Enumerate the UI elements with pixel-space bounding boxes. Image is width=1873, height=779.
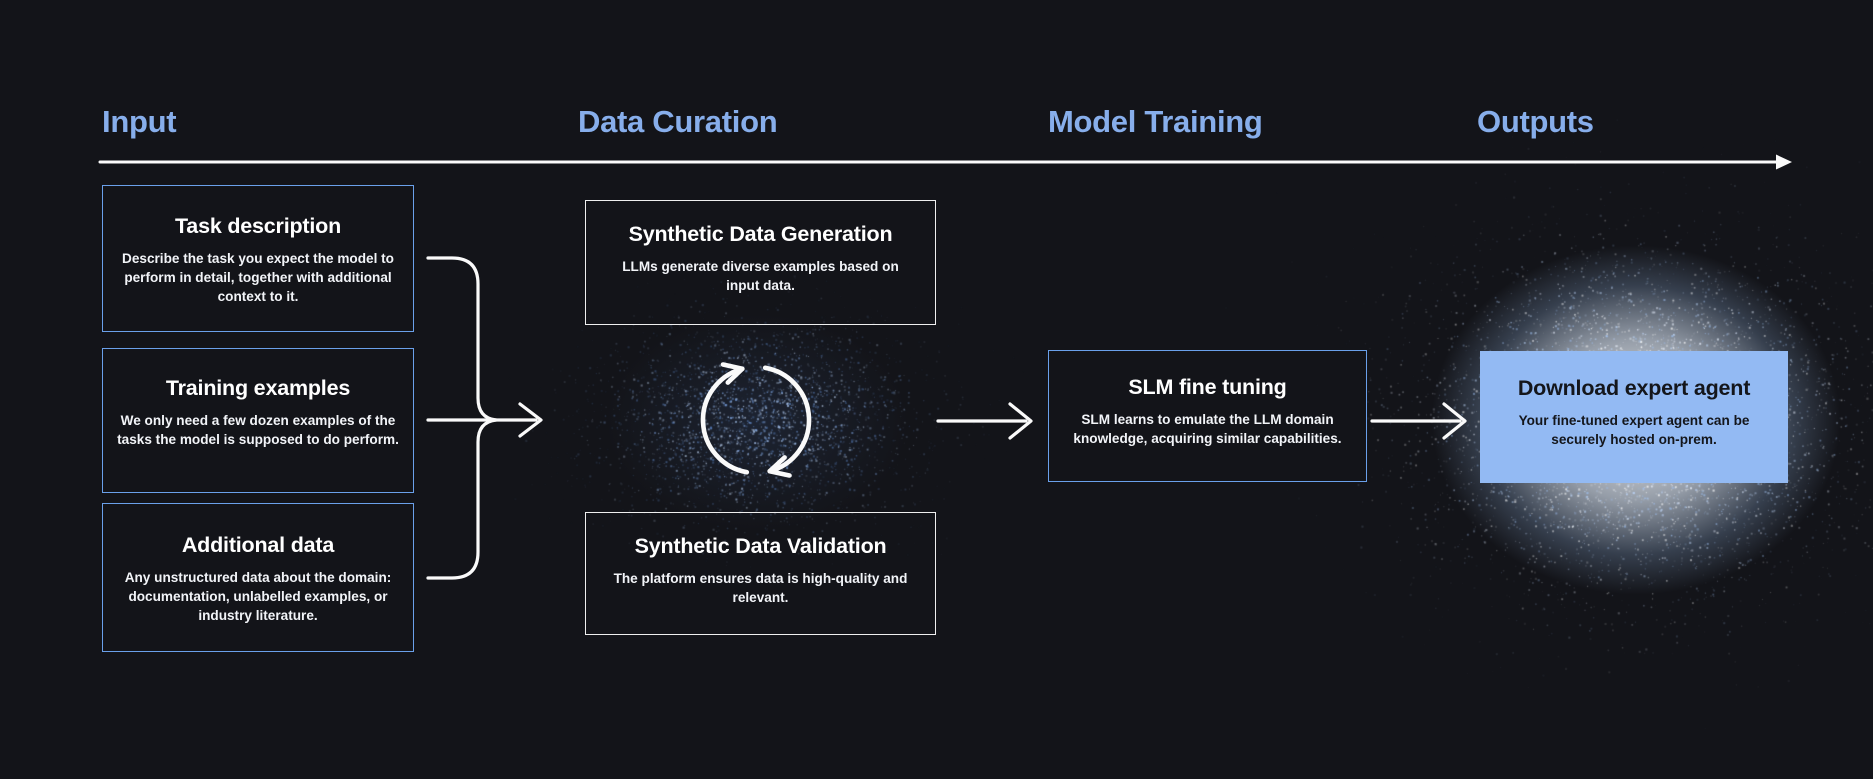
section-header-input: Input bbox=[102, 104, 177, 139]
merge-bracket-icon bbox=[426, 256, 543, 580]
card-title: Synthetic Data Validation bbox=[634, 534, 887, 558]
section-header-data-curation: Data Curation bbox=[578, 104, 778, 139]
arrow-right-icon bbox=[1370, 402, 1467, 440]
download-expert-agent-card: Download expert agent Your fine-tuned ex… bbox=[1480, 351, 1788, 483]
card-title: Task description bbox=[174, 214, 342, 238]
slm-fine-tuning-card: SLM fine tuning SLM learns to emulate th… bbox=[1048, 350, 1367, 482]
card-description: Your fine-tuned expert agent can be secu… bbox=[1518, 412, 1750, 448]
card-description: SLM learns to emulate the LLM domain kno… bbox=[1073, 411, 1342, 447]
additional-data-card: Additional data Any unstructured data ab… bbox=[102, 503, 414, 652]
task-description-card: Task description Describe the task you e… bbox=[102, 185, 414, 332]
synthetic-data-validation-card: Synthetic Data Validation The platform e… bbox=[585, 512, 936, 635]
synthetic-data-generation-card: Synthetic Data Generation LLMs generate … bbox=[585, 200, 936, 325]
card-description: The platform ensures data is high-qualit… bbox=[613, 570, 908, 606]
arrow-right-icon bbox=[936, 402, 1033, 440]
card-description: Describe the task you expect the model t… bbox=[122, 250, 394, 305]
timeline-arrow-icon bbox=[98, 154, 1792, 170]
section-header-outputs: Outputs bbox=[1477, 104, 1594, 139]
card-description: Any unstructured data about the domain: … bbox=[124, 569, 392, 624]
card-description: We only need a few dozen examples of the… bbox=[117, 412, 399, 448]
cycle-arrows-icon bbox=[700, 362, 812, 478]
card-title: Additional data bbox=[181, 533, 335, 557]
card-description: LLMs generate diverse examples based on … bbox=[622, 258, 899, 294]
card-title: SLM fine tuning bbox=[1128, 375, 1287, 399]
card-title: Download expert agent bbox=[1517, 376, 1751, 400]
card-title: Synthetic Data Generation bbox=[628, 222, 893, 246]
training-examples-card: Training examples We only need a few doz… bbox=[102, 348, 414, 493]
card-title: Training examples bbox=[165, 376, 351, 400]
section-header-model-training: Model Training bbox=[1048, 104, 1263, 139]
